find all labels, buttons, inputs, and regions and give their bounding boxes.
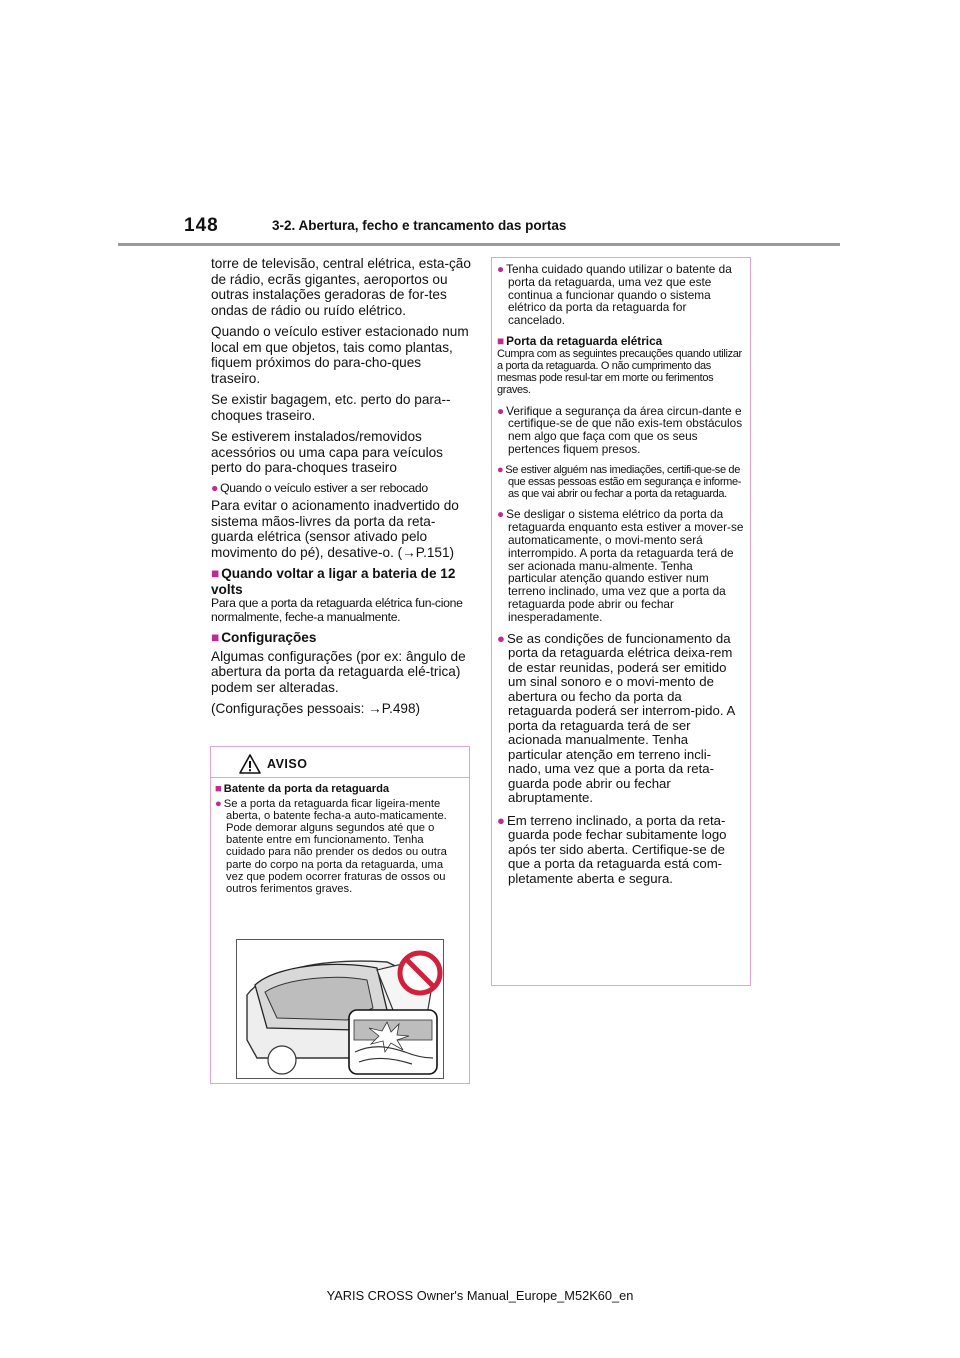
bullet-text: Tenha cuidado quando utilizar o batente … <box>506 262 732 328</box>
warning-bullet: ●Verifique a segurança da área circun-da… <box>497 403 744 456</box>
paragraph: Quando o veículo estiver estacionado num… <box>211 324 469 386</box>
square-bullet-icon: ■ <box>211 566 220 581</box>
aviso-heading-text: Batente da porta da retaguarda <box>223 783 390 795</box>
square-bullet-icon: ■ <box>497 333 505 348</box>
warning-bullet: ●Tenha cuidado quando utilizar o batente… <box>497 263 744 327</box>
tow-heading-text: Quando o veículo estiver a ser rebocado <box>220 480 428 495</box>
right-warning-box: ●Tenha cuidado quando utilizar o batente… <box>491 257 751 986</box>
config-text: Algumas configurações (por ex: ângulo de… <box>211 648 466 695</box>
right-heading: ■Porta da retaguarda elétrica <box>497 335 744 348</box>
footer: YARIS CROSS Owner's Manual_Europe_M52K60… <box>326 1288 634 1303</box>
section-title: 3-2. Abertura, fecho e trancamento das p… <box>272 218 567 233</box>
tailgate-warning-illustration <box>236 939 444 1079</box>
bullet-icon: ● <box>211 480 219 495</box>
bullet-icon: ● <box>497 812 505 828</box>
config-heading-text: Configurações <box>221 630 317 645</box>
car-tailgate-icon <box>237 940 443 1078</box>
bullet-text: Se estiver alguém nas imediações, certif… <box>505 463 742 501</box>
aviso-text-body: Se a porta da retaguarda ficar ligeira-m… <box>223 798 447 895</box>
right-intro: Cumpra com as seguintes precauções quand… <box>497 347 742 397</box>
page-number: 148 <box>184 215 219 236</box>
battery-heading-text: Quando voltar a ligar a bateria de 12 vo… <box>211 566 456 597</box>
warning-triangle-icon <box>239 754 261 774</box>
square-bullet-icon: ■ <box>211 630 220 645</box>
aviso-title: AVISO <box>267 757 308 771</box>
square-bullet-icon: ■ <box>215 783 222 795</box>
warning-bullet: ●Se as condições de funcionamento da por… <box>497 630 744 806</box>
bullet-icon: ● <box>497 262 505 276</box>
bullet-icon: ● <box>497 463 504 476</box>
warning-bullet: ●Se estiver alguém nas imediações, certi… <box>497 464 744 501</box>
bullet-icon: ● <box>215 798 222 811</box>
aviso-heading: ■Batente da porta da retaguarda <box>215 783 463 795</box>
warning-bullet: ●Em terreno inclinado, a porta da reta-g… <box>497 812 744 887</box>
bullet-text: Se as condições de funcionamento da port… <box>506 630 735 806</box>
right-heading-text: Porta da retaguarda elétrica <box>506 333 663 348</box>
paragraph: Se estiverem instalados/removidos acessó… <box>211 429 443 475</box>
aviso-text: ●Se a porta da retaguarda ficar ligeira-… <box>215 798 463 895</box>
bullet-icon: ● <box>497 403 505 418</box>
aviso-box: AVISO ■Batente da porta da retaguarda ●S… <box>210 746 470 1084</box>
config-ref: (Configurações pessoais: →P.498) <box>211 701 421 716</box>
tow-heading: ●Quando o veículo estiver a ser rebocado <box>211 480 473 496</box>
tow-text: Para evitar o acionamento inadvertido do… <box>211 498 459 560</box>
aviso-content: ■Batente da porta da retaguarda ●Se a po… <box>215 783 463 898</box>
warning-bullet: ●Se desligar o sistema elétrico da porta… <box>497 508 744 623</box>
bullet-text: Em terreno inclinado, a porta da reta-gu… <box>506 812 727 886</box>
right-content: ●Tenha cuidado quando utilizar o batente… <box>497 263 744 894</box>
bullet-text: Verifique a segurança da área circun-dan… <box>506 403 743 456</box>
config-heading: ■Configurações <box>211 630 473 646</box>
battery-text: Para que a porta da retaguarda elétrica … <box>211 596 463 624</box>
aviso-header: AVISO <box>211 747 469 778</box>
bullet-icon: ● <box>497 507 505 522</box>
header-rule <box>118 243 840 246</box>
bullet-text: Se desligar o sistema elétrico da porta … <box>506 507 744 624</box>
battery-heading: ■Quando voltar a ligar a bateria de 12 v… <box>211 566 473 597</box>
paragraph: Se existir bagagem, etc. perto do para--… <box>211 392 451 423</box>
paragraph: torre de televisão, central elétrica, es… <box>211 256 471 318</box>
left-column: torre de televisão, central elétrica, es… <box>211 256 473 723</box>
bullet-icon: ● <box>497 630 505 646</box>
